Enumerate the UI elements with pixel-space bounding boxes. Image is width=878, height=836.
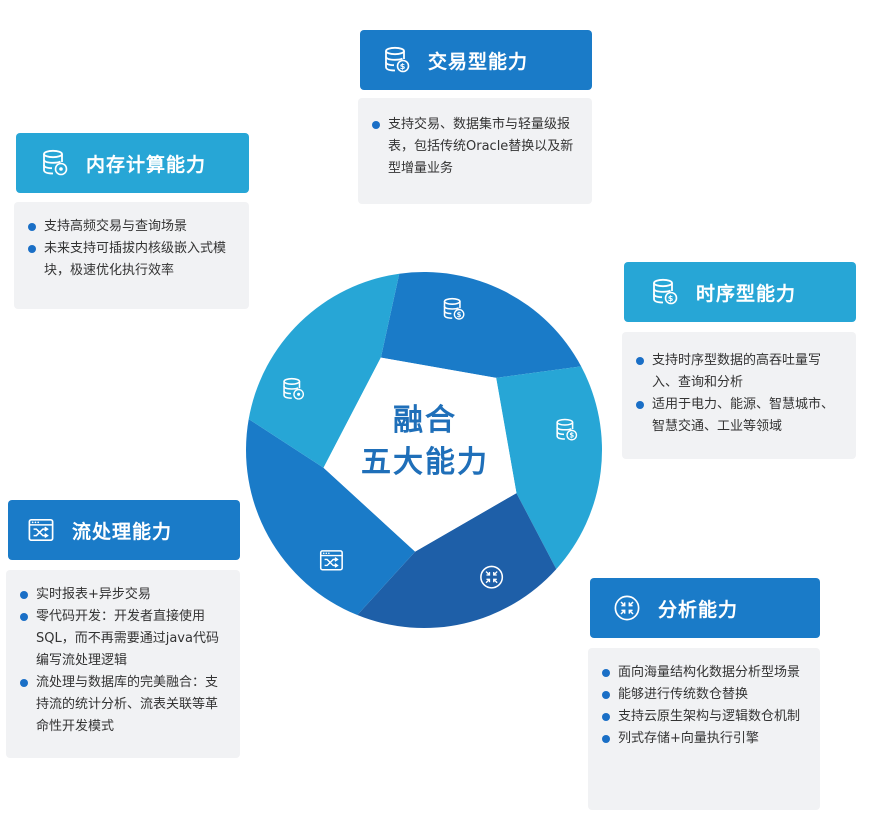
svg-text:$: $ [569, 432, 574, 440]
card-analysis-list: 面向海量结构化数据分析型场景能够进行传统数仓替换支持云原生架构与逻辑数仓机制列式… [602, 662, 808, 750]
card-transaction-title: 交易型能力 [428, 50, 529, 73]
database-dollar-icon: $ [556, 418, 578, 441]
card-analysis-body: 面向海量结构化数据分析型场景能够进行传统数仓替换支持云原生架构与逻辑数仓机制列式… [588, 648, 820, 810]
bullet-item: 列式存储+向量执行引擎 [602, 728, 808, 750]
wheel-segment-stream [246, 419, 416, 616]
wheel-center-pentagon [323, 357, 517, 552]
svg-text:$: $ [400, 62, 407, 71]
database-dollar-icon: $ [443, 297, 465, 320]
bullet-item: 支持高频交易与查询场景 [28, 216, 237, 238]
wheel-segment-memory [248, 273, 400, 468]
bullet-item: 支持时序型数据的高吞吐量写入、查询和分析 [636, 350, 844, 394]
stream-window-icon [319, 550, 343, 571]
svg-text:$: $ [668, 294, 675, 303]
wheel-center-title: 融合 五大能力 [360, 400, 490, 484]
center-title-line2: 五大能力 [361, 445, 489, 480]
center-title-line1: 融合 [393, 403, 457, 438]
compress-arrows-icon [480, 565, 504, 589]
card-analysis-header: 分析能力 [590, 578, 820, 638]
card-analysis-title: 分析能力 [658, 598, 739, 621]
card-timeseries-list: 支持时序型数据的高吞吐量写入、查询和分析适用于电力、能源、智慧城市、智慧交通、工… [636, 350, 844, 438]
bullet-item: 能够进行传统数仓替换 [602, 684, 808, 706]
bullet-item: 支持云原生架构与逻辑数仓机制 [602, 706, 808, 728]
bullet-item: 实时报表+异步交易 [20, 584, 228, 606]
card-timeseries-header: $ 时序型能力 [624, 262, 856, 322]
card-timeseries-title: 时序型能力 [696, 282, 797, 305]
database-gear-icon [42, 149, 68, 177]
bullet-item: 未来支持可插拔内核级嵌入式模块，极速优化执行效率 [28, 238, 237, 282]
svg-text:$: $ [457, 311, 462, 319]
wheel-segment-transaction [380, 271, 582, 378]
card-memory-list: 支持高频交易与查询场景未来支持可插拔内核级嵌入式模块，极速优化执行效率 [28, 216, 237, 282]
database-dollar-icon: $ [384, 46, 410, 74]
stream-window-icon [28, 516, 54, 544]
card-timeseries-body: 支持时序型数据的高吞吐量写入、查询和分析适用于电力、能源、智慧城市、智慧交通、工… [622, 332, 856, 459]
card-transaction-body: 支持交易、数据集市与轻量级报表，包括传统Oracle替换以及新型增量业务 [358, 98, 592, 204]
wheel-segment-timeseries [496, 366, 602, 570]
card-stream-title: 流处理能力 [72, 520, 173, 543]
card-memory-body: 支持高频交易与查询场景未来支持可插拔内核级嵌入式模块，极速优化执行效率 [14, 202, 249, 309]
bullet-item: 支持交易、数据集市与轻量级报表，包括传统Oracle替换以及新型增量业务 [372, 114, 580, 180]
database-dollar-icon: $ [652, 278, 678, 306]
card-memory-title: 内存计算能力 [86, 153, 207, 176]
wheel-segment-analysis [357, 493, 557, 628]
card-memory-header: 内存计算能力 [16, 133, 249, 193]
compress-arrows-icon [614, 594, 640, 622]
bullet-item: 流处理与数据库的完美融合：支持流的统计分析、流表关联等革命性开发模式 [20, 672, 228, 738]
card-transaction-list: 支持交易、数据集市与轻量级报表，包括传统Oracle替换以及新型增量业务 [372, 114, 580, 180]
card-stream-body: 实时报表+异步交易零代码开发：开发者直接使用SQL，而不再需要通过java代码编… [6, 570, 240, 758]
card-stream-list: 实时报表+异步交易零代码开发：开发者直接使用SQL，而不再需要通过java代码编… [20, 584, 228, 738]
bullet-item: 零代码开发：开发者直接使用SQL，而不再需要通过java代码编写流处理逻辑 [20, 606, 228, 672]
card-transaction-header: $ 交易型能力 [360, 30, 592, 90]
bullet-item: 适用于电力、能源、智慧城市、智慧交通、工业等领域 [636, 394, 844, 438]
database-gear-icon [283, 377, 305, 400]
card-stream-header: 流处理能力 [8, 500, 240, 560]
bullet-item: 面向海量结构化数据分析型场景 [602, 662, 808, 684]
